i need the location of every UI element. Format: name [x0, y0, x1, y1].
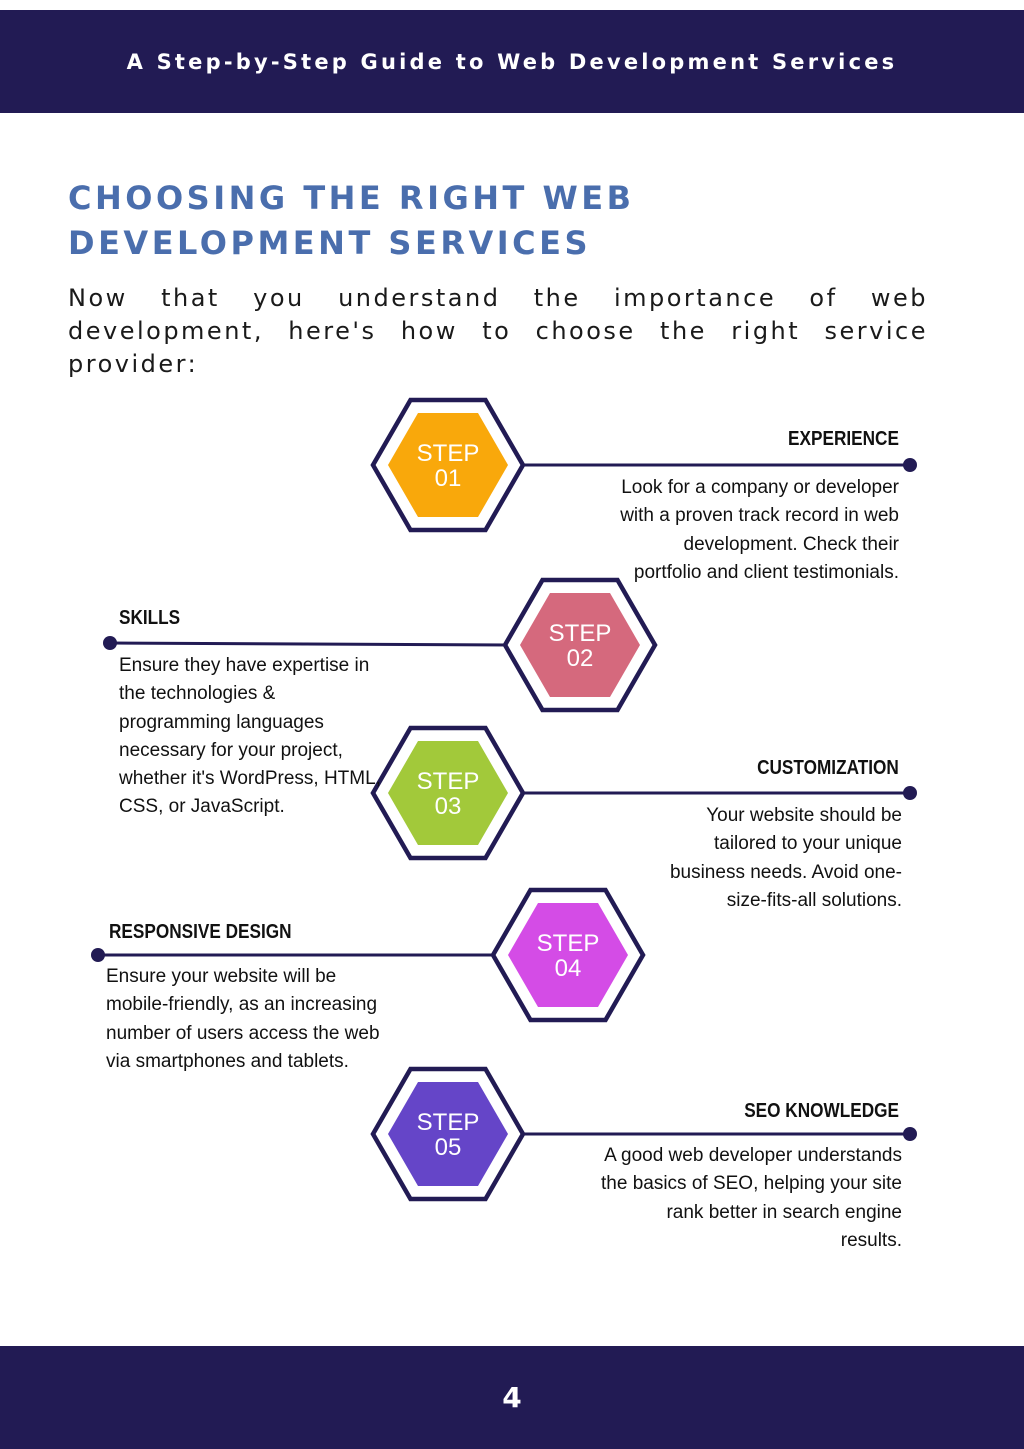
step-03-description: Your website should be tailored to your … — [670, 802, 902, 915]
step-04-connector-dot — [91, 948, 105, 962]
step-03-group: STEP 03 — [370, 725, 917, 861]
step-01-connector-dot — [903, 458, 917, 472]
step-04-group: STEP 04 — [91, 887, 646, 1023]
step-04-line: via smartphones and tablets. — [106, 1050, 349, 1072]
step-03-line: business needs. Avoid one- — [669, 861, 902, 883]
step-03-hexagon — [388, 741, 508, 845]
step-03-line: Your website should be — [706, 805, 902, 826]
step-03-connector-dot — [903, 786, 917, 800]
step-03-heading: CUSTOMIZATION — [757, 757, 899, 779]
header-title: A Step-by-Step Guide to Web Development … — [126, 49, 898, 74]
step-01-hexagon — [388, 413, 508, 517]
step-03-badge-number: 03 — [435, 793, 462, 820]
step-05-group: STEP 05 — [370, 1066, 917, 1202]
step-02-line: whether it's WordPress, HTML, — [119, 768, 381, 790]
step-04-line: mobile-friendly, as an increasing — [106, 994, 378, 1016]
step-02-line: the technologies & — [119, 683, 276, 705]
step-02-hexagon — [520, 593, 640, 697]
step-03-line: tailored to your unique — [713, 833, 902, 855]
step-03-line: size-fits-all solutions. — [726, 889, 902, 911]
step-01-group: STEP 01 — [370, 397, 917, 533]
step-04-badge-number: 04 — [555, 955, 582, 982]
step-01-badge-word: STEP — [417, 440, 480, 467]
step-04-hexagon — [508, 903, 628, 1007]
step-02-connector — [109, 641, 521, 647]
step-01-heading: EXPERIENCE — [788, 428, 899, 450]
step-04-line: number of users access the web — [106, 1022, 380, 1044]
step-02-badge-number: 02 — [567, 645, 594, 672]
step-04-badge-word: STEP — [537, 930, 600, 957]
step-02-line: necessary for your project, — [119, 739, 343, 761]
step-04-description: Ensure your website will be mobile-frien… — [106, 963, 380, 1076]
step-02-connector-dot — [103, 636, 117, 650]
step-01-line: with a proven track record in web — [620, 505, 899, 527]
step-02-group: STEP 02 — [103, 577, 658, 713]
step-01-badge-number: 01 — [435, 465, 462, 492]
step-05-badge-word: STEP — [417, 1109, 480, 1136]
step-03-badge-word: STEP — [417, 768, 480, 795]
step-05-line: A good web developer understands — [604, 1145, 902, 1166]
step-05-line: results. — [840, 1229, 902, 1251]
step-02-description: Ensure they have expertise in the techno… — [119, 652, 381, 822]
intro-paragraph: Now that you understand the importance o… — [68, 284, 928, 378]
step-01-line: portfolio and client testimonials. — [633, 561, 899, 583]
step-01-description: Look for a company or developer with a p… — [620, 474, 899, 587]
step-01-line: development. Check their — [683, 533, 899, 555]
page-number: 4 — [502, 1381, 522, 1414]
step-04-heading: RESPONSIVE DESIGN — [109, 921, 292, 943]
step-02-heading: SKILLS — [119, 607, 181, 629]
step-05-description: A good web developer understands the bas… — [601, 1142, 902, 1255]
step-02-badge-word: STEP — [549, 620, 612, 647]
header-banner: A Step-by-Step Guide to Web Development … — [0, 10, 1024, 113]
step-02-line: CSS, or JavaScript. — [119, 796, 285, 818]
step-05-line: the basics of SEO, helping your site — [601, 1173, 902, 1195]
step-05-line: rank better in search engine — [666, 1201, 902, 1223]
step-05-hexagon — [388, 1082, 508, 1186]
step-01-line: Look for a company or developer — [621, 477, 899, 498]
step-02-line: programming languages — [119, 711, 324, 733]
step-05-connector-dot — [903, 1127, 917, 1141]
footer-banner: 4 — [0, 1346, 1024, 1449]
step-04-line: Ensure your website will be — [106, 966, 337, 987]
step-05-heading: SEO KNOWLEDGE — [744, 1100, 899, 1122]
step-05-badge-number: 05 — [435, 1134, 462, 1161]
step-02-line: Ensure they have expertise in — [119, 655, 370, 676]
page-title: CHOOSING THE RIGHT WEB DEVELOPMENT SERVI… — [68, 179, 635, 262]
